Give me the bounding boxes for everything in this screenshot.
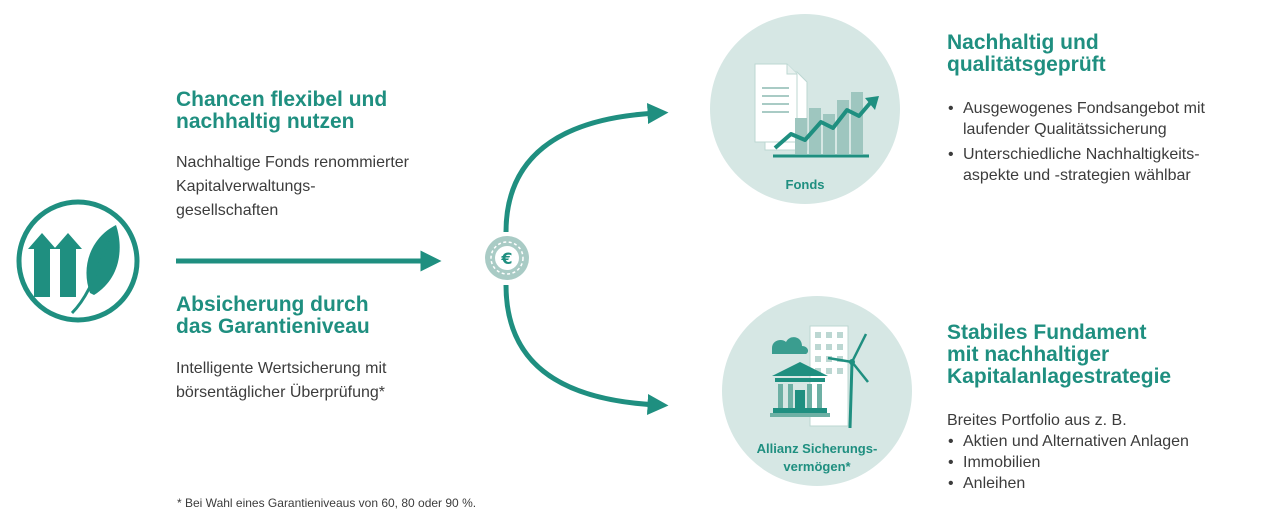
euro-coin-icon: € xyxy=(485,236,529,280)
left-top-title: Chancen flexibel und nachhaltig nutzen xyxy=(176,88,388,133)
svg-text:€: € xyxy=(500,249,512,268)
sicherung-bullet: Immobilien xyxy=(947,452,1189,473)
sicherung-title: Stabiles Fundament mit nachhaltiger Kapi… xyxy=(947,321,1172,388)
sicherung-bullets: Aktien und Alternativen Anlagen Immobili… xyxy=(947,431,1189,494)
left-bottom-title: Absicherung durch das Garantieniveau xyxy=(176,293,370,338)
footnote: * Bei Wahl eines Garantieniveaus von 60,… xyxy=(177,496,477,510)
sicherung-intro: Breites Portfolio aus z. B. xyxy=(947,412,1127,429)
fonds-bullet: Ausgewogenes Fondsangebot mit laufender … xyxy=(947,98,1205,140)
sicherung-bullet: Aktien und Alternativen Anlagen xyxy=(947,431,1189,452)
fund-documents-chart-icon xyxy=(754,63,879,158)
lower-branch-arrow xyxy=(503,284,669,415)
sicherung-caption: Allianz Sicherungs- vermögen* xyxy=(756,441,878,474)
sicherung-bullet: Anleihen xyxy=(947,473,1189,494)
upper-branch-arrow xyxy=(503,103,669,233)
sustainable-growth-icon xyxy=(16,199,140,323)
left-top-text: Nachhaltige Fonds renommierter Kapitalve… xyxy=(176,154,409,219)
fonds-title: Nachhaltig und qualitätsgeprüft xyxy=(947,31,1106,76)
fonds-bullets: Ausgewogenes Fondsangebot mit laufender … xyxy=(947,98,1205,186)
left-bottom-text: Intelligente Wertsicherung mit börsentäg… xyxy=(176,360,387,401)
bank-building-windturbine-icon xyxy=(770,325,869,429)
fonds-bullet: Unterschiedliche Nachhaltigkeits- aspekt… xyxy=(947,144,1205,186)
fonds-caption: Fonds xyxy=(785,177,825,192)
